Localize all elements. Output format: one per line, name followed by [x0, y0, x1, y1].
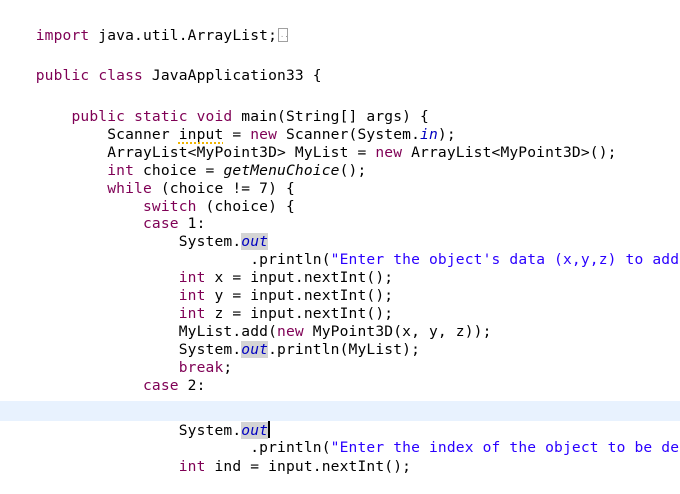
code-text: ArrayList<MyPoint3D>(); — [402, 144, 617, 161]
static-method-call: getMenuChoice — [223, 162, 340, 179]
code-text: ind = input.nextInt(); — [205, 458, 412, 475]
code-line-system-out[interactable]: System.out — [0, 215, 680, 250]
code-line-println-enter-index[interactable]: .println("Enter the index of the object … — [0, 421, 680, 456]
keyword: public — [71, 108, 126, 125]
keyword: while — [107, 180, 152, 197]
code-line-arraylist[interactable]: ArrayList<MyPoint3D> MyList = new ArrayL… — [0, 126, 680, 161]
code-text: z = input.nextInt(); — [205, 305, 394, 322]
code-text: = — [223, 126, 251, 143]
code-text: ); — [437, 126, 456, 143]
code-text: Scanner(System. — [277, 126, 421, 143]
keyword: int — [178, 287, 206, 304]
code-line-while[interactable]: while (choice != 7) { — [0, 162, 680, 197]
code-line-int-y[interactable]: int y = input.nextInt(); — [0, 269, 680, 304]
code-text: (choice != 7) { — [151, 180, 295, 197]
keyword: import — [35, 27, 90, 44]
code-line-scanner[interactable]: Scanner input = new Scanner(System.in); — [0, 108, 680, 143]
code-text: MyPoint3D(x, y, z)); — [303, 323, 492, 340]
code-text: .println(MyList); — [268, 341, 421, 358]
keyword: new — [250, 126, 278, 143]
indent — [36, 458, 179, 475]
code-text: .println( — [35, 439, 331, 456]
code-line-int-ind[interactable]: int ind = input.nextInt(); — [0, 440, 680, 475]
keyword: static — [134, 108, 188, 125]
text-caret — [268, 421, 271, 438]
code-text: System. — [35, 422, 242, 439]
keyword: new — [277, 323, 304, 340]
code-line-print-list[interactable]: System.out.println(MyList); — [0, 323, 680, 358]
code-text: (); — [339, 162, 367, 179]
keyword: int — [178, 269, 206, 286]
code-line-switch[interactable]: switch (choice) { — [0, 180, 680, 215]
code-line-main-method[interactable]: public static void main(String[] args) { — [0, 90, 680, 125]
code-text: java.util.ArrayList; — [89, 27, 278, 44]
keyword: case — [142, 377, 179, 394]
code-text: System. — [35, 233, 242, 250]
code-text: choice = — [134, 162, 224, 179]
code-text: 1: — [178, 215, 206, 232]
keyword: public — [35, 67, 90, 84]
indent — [36, 377, 143, 394]
code-line-int-z[interactable]: int z = input.nextInt(); — [0, 287, 680, 322]
code-text — [89, 67, 98, 84]
code-line-mylist-add[interactable]: MyList.add(new MyPoint3D(x, y, z)); — [0, 305, 680, 340]
code-text: ; — [223, 359, 233, 376]
keyword: int — [178, 458, 206, 475]
code-text: 2: — [178, 377, 206, 394]
keyword: class — [98, 67, 143, 84]
code-text: MyList.add( — [35, 323, 278, 340]
keyword: int — [178, 305, 206, 322]
code-text: x = input.nextInt(); — [205, 269, 394, 286]
warning-underline-variable[interactable]: input — [178, 126, 224, 143]
folded-imports-icon[interactable] — [278, 26, 289, 44]
code-text: main(String[] args) { — [232, 108, 429, 125]
code-text: Scanner — [35, 126, 179, 143]
code-editor[interactable]: import java.util.ArrayList; public class… — [0, 0, 680, 475]
code-line-case-1[interactable]: case 1: — [0, 197, 680, 232]
code-line-println-enter-data[interactable]: .println("Enter the object's data (x,y,z… — [0, 233, 680, 268]
code-text: System. — [35, 341, 242, 358]
code-line-case-2[interactable]: case 2: — [0, 359, 680, 394]
code-line-break[interactable]: break; — [0, 341, 680, 376]
occurrence-highlight-out: out — [241, 233, 269, 250]
occurrence-highlight-out: out — [241, 341, 269, 358]
code-text: (choice) { — [196, 198, 295, 215]
static-field: in — [420, 126, 438, 143]
keyword: int — [107, 162, 135, 179]
code-line-int-x[interactable]: int x = input.nextInt(); — [0, 251, 680, 286]
code-text: .println( — [35, 251, 331, 268]
keyword: switch — [142, 198, 197, 215]
keyword: break — [178, 359, 224, 376]
code-line-choice[interactable]: int choice = getMenuChoice(); — [0, 144, 680, 179]
code-text: y = input.nextInt(); — [205, 287, 394, 304]
code-line-current-system-out[interactable]: System.out — [0, 401, 680, 439]
keyword: case — [142, 215, 179, 232]
code-line-import[interactable]: import java.util.ArrayList; — [0, 9, 680, 44]
occurrence-highlight-out: out — [241, 422, 269, 439]
keyword: void — [196, 108, 233, 125]
string-literal: "Enter the object's data (x,y,z) to adde… — [330, 251, 680, 268]
code-line-class-declaration[interactable]: public class JavaApplication33 { — [0, 49, 680, 84]
code-text: JavaApplication33 { — [143, 67, 322, 84]
string-literal: "Enter the index of the object to be del… — [330, 439, 680, 456]
keyword: new — [375, 144, 403, 161]
code-text: ArrayList<MyPoint3D> MyList = — [35, 144, 376, 161]
